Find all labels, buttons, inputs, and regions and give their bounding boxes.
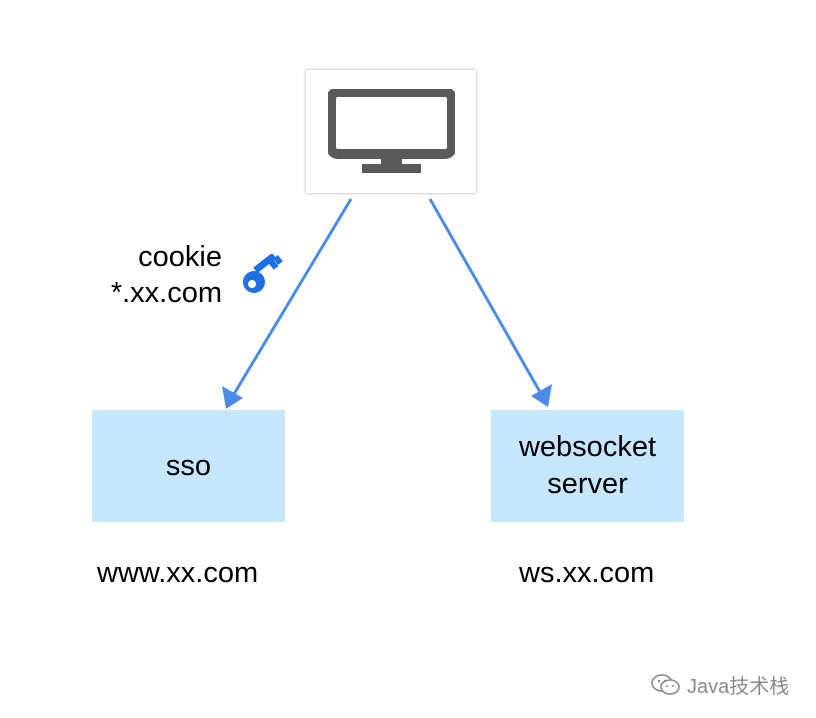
websocket-domain: ws.xx.com bbox=[519, 557, 655, 589]
arrow-client-to-sso bbox=[232, 198, 353, 395]
watermark-text: Java技术栈 bbox=[687, 676, 790, 698]
cookie-label: cookie *.xx.com bbox=[100, 239, 222, 311]
arrowhead-sso bbox=[222, 386, 243, 409]
sso-node-label: sso bbox=[165, 449, 212, 482]
websocket-node-label-line2: server bbox=[547, 468, 628, 500]
websocket-node-label-line1: websocket bbox=[518, 431, 656, 463]
watermark: Java技术栈 bbox=[651, 670, 789, 699]
sso-node: sso bbox=[92, 410, 285, 522]
arrow-client-to-websocket bbox=[428, 198, 542, 393]
cookie-label-line1: cookie bbox=[138, 241, 222, 273]
arrowhead-websocket bbox=[531, 384, 552, 407]
client-computer bbox=[306, 70, 476, 193]
key-icon bbox=[243, 254, 283, 293]
websocket-server-node: websocket server bbox=[491, 410, 684, 522]
cookie-domain: *.xx.com bbox=[110, 277, 222, 309]
wechat-icon bbox=[651, 673, 680, 695]
monitor-icon bbox=[328, 89, 455, 173]
sso-domain: www.xx.com bbox=[97, 557, 259, 589]
